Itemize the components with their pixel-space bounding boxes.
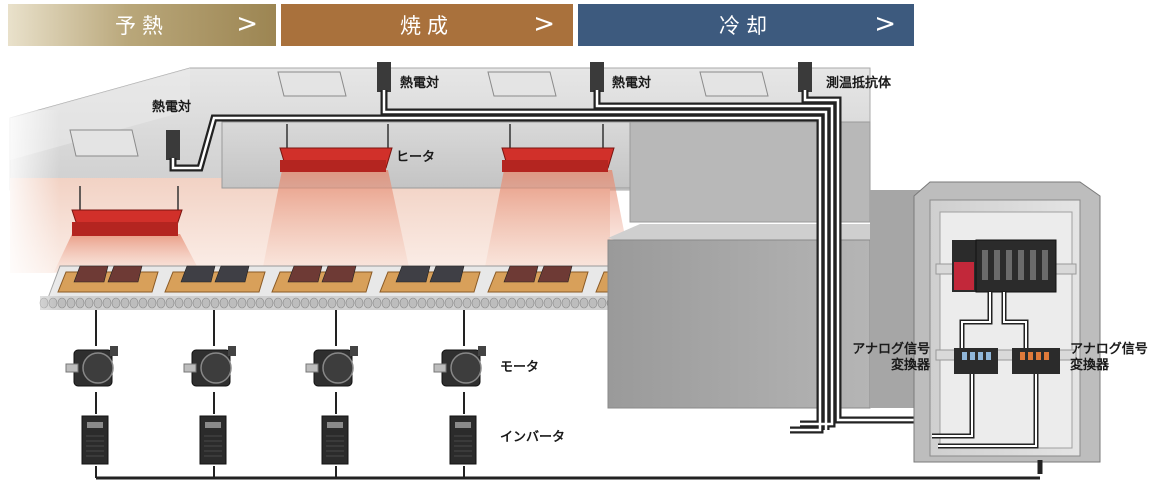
motor xyxy=(305,346,358,387)
label-motor: モータ xyxy=(500,360,540,375)
label-analog-converter-left-line2: 変換器 xyxy=(890,358,930,373)
thermocouple-sensors xyxy=(166,62,812,160)
label-analog-converter-right-line2: 変換器 xyxy=(1070,358,1110,373)
tray xyxy=(379,265,481,293)
left-fade xyxy=(0,110,60,320)
heat-beam xyxy=(484,170,632,272)
stage-label-preheat: 予熱 xyxy=(115,14,169,38)
label-inverter: インバータ xyxy=(500,430,566,445)
inverter xyxy=(81,415,109,465)
chevron-right-icon: > xyxy=(236,9,258,39)
stage-label-cooling: 冷却 xyxy=(719,14,773,38)
inverters xyxy=(81,415,477,465)
label-analog-converter-right: アナログ信号 変換器 xyxy=(1070,342,1148,374)
heater-hangers xyxy=(79,124,604,210)
tray xyxy=(164,265,266,293)
stage-banner-preheat: 予熱 > xyxy=(8,4,276,46)
deck-blocks xyxy=(69,71,769,157)
label-heater: ヒータ xyxy=(396,150,436,165)
motor xyxy=(65,346,118,387)
heat-beam xyxy=(262,170,410,272)
conveyor-trays xyxy=(57,265,627,293)
cabinet-wiring-highlight xyxy=(932,292,1037,447)
cooling-chamber xyxy=(607,190,920,409)
chevron-right-icon: > xyxy=(874,9,896,39)
label-thermocouple-1: 熱電対 xyxy=(400,76,440,91)
stage-label-firing: 焼成 xyxy=(400,14,454,38)
tray xyxy=(271,265,373,293)
label-rtd: 測温抵抗体 xyxy=(826,76,892,91)
label-analog-converter-left: アナログ信号 変換器 xyxy=(830,342,930,374)
chevron-right-icon: > xyxy=(533,9,555,39)
tray xyxy=(57,265,159,293)
label-thermocouple-left: 熱電対 xyxy=(152,100,192,115)
motor xyxy=(433,346,486,387)
tray xyxy=(487,265,589,293)
motor xyxy=(183,346,236,387)
inverter xyxy=(321,415,349,465)
motors xyxy=(65,346,486,387)
analog-converters xyxy=(954,348,1060,374)
label-analog-converter-left-line1: アナログ信号 xyxy=(852,342,930,357)
inverter xyxy=(449,415,477,465)
sensor-wiring-highlight xyxy=(171,90,930,432)
label-analog-converter-right-line1: アナログ信号 xyxy=(1070,342,1148,357)
plc-controller xyxy=(952,239,1057,293)
stage-banner-cooling: 冷却 > xyxy=(578,4,914,46)
inverter xyxy=(199,415,227,465)
stage-banner-firing: 焼成 > xyxy=(281,4,573,46)
heat-beam xyxy=(54,234,200,272)
drive-wiring xyxy=(95,310,1040,480)
heater-units xyxy=(71,147,615,236)
label-thermocouple-2: 熱電対 xyxy=(612,76,652,91)
